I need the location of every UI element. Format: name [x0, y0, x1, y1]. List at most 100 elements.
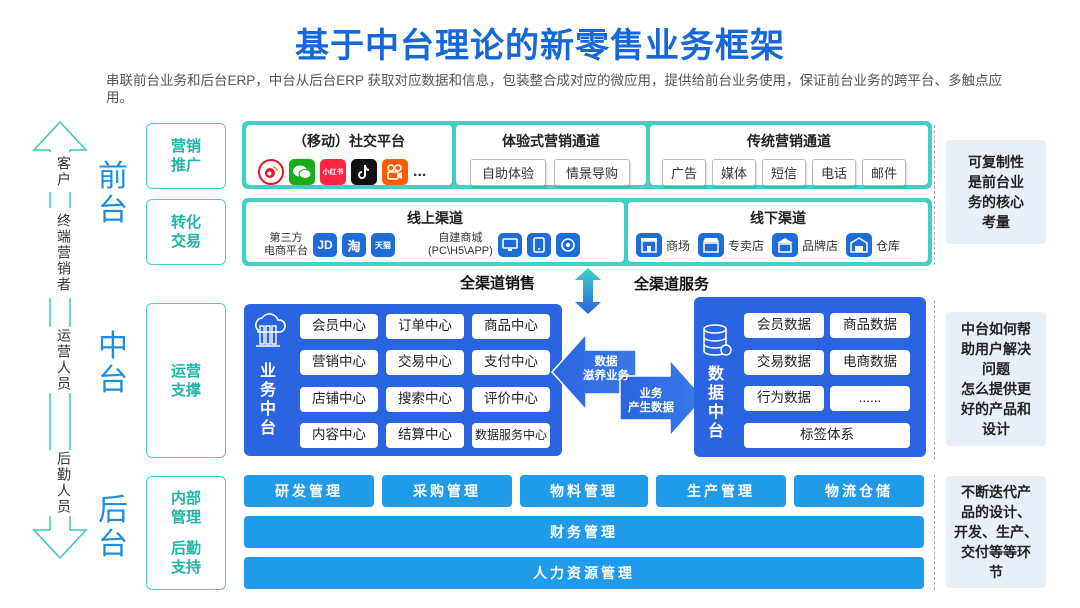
business-cell[interactable]: 会员中心 — [300, 314, 378, 339]
xiaohongshu-icon[interactable]: 小红书 — [320, 159, 346, 185]
offline-channel-panel: 线下渠道 商场 专卖店 品牌店 仓库 — [628, 202, 928, 262]
note-middle: 中台如何帮助用户解决问题怎么提供更好的产品和设计 — [946, 312, 1046, 446]
layer-front-label: 前台 — [98, 160, 128, 227]
taobao-icon[interactable]: 淘 — [342, 233, 366, 257]
traditional-panel: 传统营销通道 广告 媒体 短信 电话 邮件 — [650, 125, 928, 186]
business-cell[interactable]: 支付中心 — [472, 350, 550, 375]
kuaishou-icon[interactable] — [382, 159, 408, 185]
database-icon — [703, 324, 732, 356]
weibo-icon[interactable] — [258, 159, 284, 185]
more-ellipsis: ... — [413, 163, 427, 180]
data-cell[interactable]: 电商数据 — [830, 350, 910, 375]
self-mall-label: 自建商城(PC\H5\APP) — [428, 232, 493, 257]
role-logistics-staff: 后勤人员 — [44, 450, 74, 516]
pc-icon[interactable] — [497, 233, 522, 257]
business-cell[interactable]: 内容中心 — [300, 423, 378, 448]
back-item[interactable]: 物流仓储 — [794, 475, 924, 507]
front-bracket — [934, 125, 935, 265]
back-bracket — [934, 475, 935, 590]
jd-icon[interactable]: JD — [313, 233, 337, 257]
layer-middle-label: 中台 — [98, 330, 128, 397]
business-cell[interactable]: 数据服务中心 — [472, 423, 550, 448]
offline-item: 专卖店 — [728, 238, 765, 253]
flow-arrows — [550, 332, 706, 438]
traditional-item[interactable]: 广告 — [662, 159, 706, 186]
offline-item: 品牌店 — [802, 238, 839, 253]
experience-item[interactable]: 自助体验 — [470, 159, 546, 186]
back-item[interactable]: 物料管理 — [520, 475, 648, 507]
tmall-icon[interactable]: 天猫 — [371, 233, 395, 257]
mall-icon[interactable] — [636, 233, 662, 257]
business-cell[interactable]: 营销中心 — [300, 350, 378, 375]
business-cell[interactable]: 评价中心 — [472, 387, 550, 412]
middle-bracket — [934, 300, 935, 460]
app-icon[interactable] — [555, 233, 580, 257]
douyin-icon[interactable] — [351, 159, 377, 185]
traditional-item[interactable]: 邮件 — [862, 159, 906, 186]
warehouse-icon[interactable] — [846, 233, 873, 257]
data-cell[interactable]: 商品数据 — [830, 313, 910, 338]
brand-store-icon[interactable] — [772, 233, 799, 257]
social-icons: 小红书 ... — [258, 159, 452, 185]
hr-management-bar[interactable]: 人力资源管理 — [244, 557, 924, 589]
traditional-title: 传统营销通道 — [747, 133, 831, 149]
business-center-panel: 业务中台 会员中心 订单中心 商品中心 营销中心 交易中心 支付中心 店铺中心 … — [244, 304, 562, 456]
data-cell[interactable]: 会员数据 — [744, 313, 824, 338]
role-terminal-marketer: 终端营销者 — [44, 208, 74, 298]
business-cell[interactable]: 结算中心 — [386, 423, 464, 448]
category-marketing: 营销推广 — [146, 123, 226, 189]
omni-service-label: 全渠道服务 — [634, 276, 710, 293]
wechat-icon[interactable] — [289, 159, 315, 185]
offline-item: 仓库 — [876, 238, 901, 253]
layer-back-label: 后台 — [98, 494, 128, 561]
business-cell[interactable]: 店铺中心 — [300, 387, 378, 412]
online-title: 线上渠道 — [407, 210, 463, 226]
server-cloud-icon — [255, 313, 286, 347]
data-cell[interactable]: 行为数据 — [744, 386, 824, 411]
traditional-item[interactable]: 电话 — [812, 159, 856, 186]
business-center-label: 业务中台 — [259, 363, 276, 437]
data-center-label: 数据中台 — [707, 366, 724, 440]
offline-title: 线下渠道 — [750, 210, 806, 226]
data-cell[interactable]: ...... — [830, 386, 910, 411]
experience-panel: 体验式营销通道 自助体验 情景导购 — [456, 125, 646, 186]
business-cell[interactable]: 商品中心 — [472, 314, 550, 339]
data-cell[interactable]: 交易数据 — [744, 350, 824, 375]
role-ops-staff: 运营人员 — [44, 327, 74, 393]
category-ops: 运营支撑 — [146, 303, 226, 458]
data-cell-tag-system[interactable]: 标签体系 — [744, 423, 910, 448]
marketing-row: （移动）社交平台 小红书 ... 体验式营销通道 自助体验 情景导购 传统营销通… — [242, 121, 932, 189]
back-item[interactable]: 研发管理 — [244, 475, 374, 507]
experience-item[interactable]: 情景导购 — [554, 159, 630, 186]
mobile-h5-icon[interactable] — [526, 233, 551, 257]
business-cell[interactable]: 搜索中心 — [386, 387, 464, 412]
omni-sales-label: 全渠道销售 — [460, 275, 536, 292]
back-item[interactable]: 采购管理 — [382, 475, 512, 507]
business-cell[interactable]: 交易中心 — [386, 350, 464, 375]
category-back: 内部管理 后勤支持 — [146, 476, 226, 590]
page-subtitle: 串联前台业务和后台ERP，中台从后台ERP 获取对应数据和信息，包装整合成对应的… — [106, 73, 1003, 105]
trade-row: 线上渠道 第三方电商平台 JD 淘 天猫 自建商城(PC\H5\APP) 线下渠… — [242, 198, 932, 266]
offline-item: 商场 — [666, 238, 691, 253]
role-customer: 客户 — [44, 152, 74, 192]
finance-management-bar[interactable]: 财务管理 — [244, 516, 924, 548]
data-center-panel: 数据中台 会员数据 商品数据 交易数据 电商数据 行为数据 ...... 标签体… — [694, 297, 926, 457]
note-back: 不断迭代产品的设计、开发、生产、交付等等环节 — [946, 476, 1046, 588]
experience-title: 体验式营销通道 — [502, 133, 600, 149]
store-icon[interactable] — [698, 233, 725, 257]
note-front: 可复制性是前台业务的核心考量 — [946, 140, 1046, 244]
traditional-item[interactable]: 媒体 — [712, 159, 756, 186]
page-title: 基于中台理论的新零售业务框架 — [295, 27, 785, 65]
online-channel-panel: 线上渠道 第三方电商平台 JD 淘 天猫 自建商城(PC\H5\APP) — [246, 202, 624, 262]
social-platform-panel: （移动）社交平台 小红书 ... — [246, 125, 452, 185]
up-down-arrow — [575, 268, 601, 314]
back-item[interactable]: 生产管理 — [656, 475, 786, 507]
flow-business-creates-data: 业务产生数据 — [628, 388, 674, 414]
business-cell[interactable]: 订单中心 — [386, 314, 464, 339]
category-trade: 转化交易 — [146, 199, 226, 265]
category-internal: 内部管理 — [170, 490, 201, 526]
social-title: （移动）社交平台 — [293, 133, 405, 149]
traditional-item[interactable]: 短信 — [762, 159, 806, 186]
category-logistics: 后勤支持 — [170, 540, 201, 576]
flow-data-feeds-business: 数据滋养业务 — [583, 356, 629, 382]
